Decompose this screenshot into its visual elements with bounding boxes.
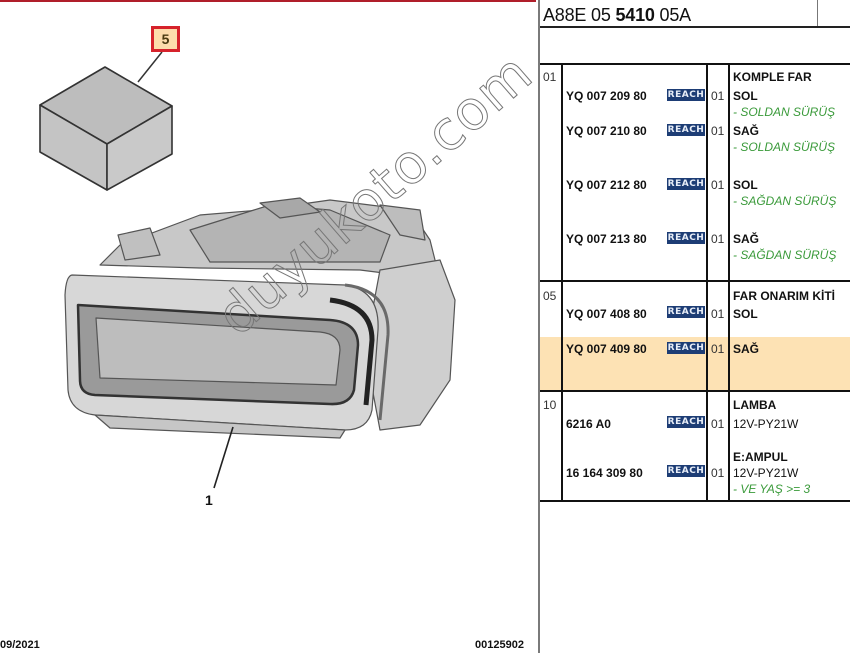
top-rule	[0, 0, 536, 2]
group-01: 01 KOMPLE FAR YQ 007 209 80 REACH 01 SOL…	[540, 65, 850, 282]
col-divider	[728, 392, 730, 500]
footer-date: 09/2021	[0, 639, 40, 651]
group-05: YQ 007 409 80 REACH 01 SAĞ 05 FAR ONARIM…	[540, 282, 850, 392]
description: SOL	[733, 307, 758, 321]
part-number[interactable]: YQ 007 409 80	[566, 342, 647, 356]
description: 12V-PY21W	[733, 417, 799, 431]
table-row-highlighted[interactable]: YQ 007 409 80 REACH 01 SAĞ	[540, 337, 850, 390]
table-row[interactable]: YQ 007 209 80 REACH 01 SOL - SOLDAN SÜRÜ…	[540, 87, 850, 123]
table-row[interactable]: 6216 A0 REACH 01 12V-PY21W	[540, 414, 850, 448]
reach-badge: REACH	[667, 465, 705, 477]
table-row[interactable]: YQ 007 210 80 REACH 01 SAĞ - SOLDAN SÜRÜ…	[540, 123, 850, 175]
section-code-main: 5410	[615, 5, 655, 25]
reach-badge: REACH	[667, 342, 705, 354]
part-number[interactable]: YQ 007 210 80	[566, 124, 647, 138]
group-title: FAR ONARIM KİTİ	[733, 289, 835, 303]
col-divider	[706, 65, 708, 280]
quantity: 01	[711, 342, 725, 356]
part-number[interactable]: YQ 007 209 80	[566, 89, 647, 103]
description: SOL	[733, 89, 758, 103]
col-divider	[706, 392, 708, 500]
quantity: 01	[711, 466, 725, 480]
reach-badge: REACH	[667, 306, 705, 318]
part-number[interactable]: YQ 007 408 80	[566, 307, 647, 321]
group-number: 10	[543, 398, 557, 412]
group-number: 05	[543, 289, 557, 303]
col-divider	[706, 282, 708, 390]
col-divider	[561, 392, 563, 500]
parts-table: 01 KOMPLE FAR YQ 007 209 80 REACH 01 SOL…	[540, 65, 850, 502]
col-divider	[728, 282, 730, 390]
part-number[interactable]: 16 164 309 80	[566, 466, 643, 480]
part-ref-1[interactable]: 1	[205, 492, 213, 508]
callout-5[interactable]: 5	[151, 26, 180, 52]
section-code-prefix: A88E 05	[543, 5, 616, 25]
note: - VE YAŞ >= 3	[733, 482, 811, 496]
group-number: 01	[543, 70, 557, 84]
quantity: 01	[711, 417, 725, 431]
blank-header-row	[540, 28, 850, 65]
description: SAĞ	[733, 342, 760, 356]
quantity: 01	[711, 89, 725, 103]
quantity: 01	[711, 178, 725, 192]
table-row[interactable]: YQ 007 213 80 REACH 01 SAĞ - SAĞDAN SÜRÜ…	[540, 231, 850, 281]
table-row[interactable]: YQ 007 408 80 REACH 01 SOL	[540, 306, 850, 336]
reach-badge: REACH	[667, 89, 705, 101]
kit-box-icon	[39, 66, 173, 191]
reach-badge: REACH	[667, 232, 705, 244]
reach-badge: REACH	[667, 178, 705, 190]
reach-badge: REACH	[667, 124, 705, 136]
note: - SOLDAN SÜRÜŞ	[733, 140, 836, 154]
group-title: LAMBA	[733, 398, 777, 412]
note: - SAĞDAN SÜRÜŞ	[733, 194, 837, 208]
sub-title: E:AMPUL	[733, 450, 788, 464]
description: SAĞ	[733, 232, 760, 246]
part-number[interactable]: YQ 007 212 80	[566, 178, 647, 192]
table-row[interactable]: E:AMPUL 16 164 309 80 REACH 01 12V-PY21W…	[540, 450, 850, 500]
section-code-suffix: 05A	[654, 5, 692, 25]
headlamp-drawing	[64, 197, 456, 439]
section-code: A88E 05 5410 05A	[543, 5, 691, 26]
part-number[interactable]: YQ 007 213 80	[566, 232, 647, 246]
group-title: KOMPLE FAR	[733, 70, 812, 84]
note: - SAĞDAN SÜRÜŞ	[733, 248, 837, 262]
description: SAĞ	[733, 124, 760, 138]
table-row[interactable]: YQ 007 212 80 REACH 01 SOL - SAĞDAN SÜRÜ…	[540, 177, 850, 229]
table-header: A88E 05 5410 05A	[540, 0, 850, 28]
quantity: 01	[711, 232, 725, 246]
reach-badge: REACH	[667, 416, 705, 428]
col-divider	[728, 65, 730, 280]
part-number[interactable]: 6216 A0	[566, 417, 611, 431]
group-10: 10 LAMBA 6216 A0 REACH 01 12V-PY21W E:AM…	[540, 392, 850, 502]
parts-illustration: 5 1 duyukoto.com 09/2021 00125902	[0, 0, 545, 651]
header-divider	[817, 0, 818, 26]
parts-table-pane: A88E 05 5410 05A 01 KOMPLE FAR YQ 007 20…	[538, 0, 850, 653]
quantity: 01	[711, 124, 725, 138]
footer-drawing-code: 00125902	[475, 639, 524, 651]
quantity: 01	[711, 307, 725, 321]
description: 12V-PY21W	[733, 466, 799, 480]
description: SOL	[733, 178, 758, 192]
callout-number: 5	[161, 31, 170, 47]
note: - SOLDAN SÜRÜŞ	[733, 105, 836, 119]
col-divider	[561, 282, 563, 390]
illustration-drawing	[39, 51, 456, 489]
col-divider	[561, 65, 563, 280]
